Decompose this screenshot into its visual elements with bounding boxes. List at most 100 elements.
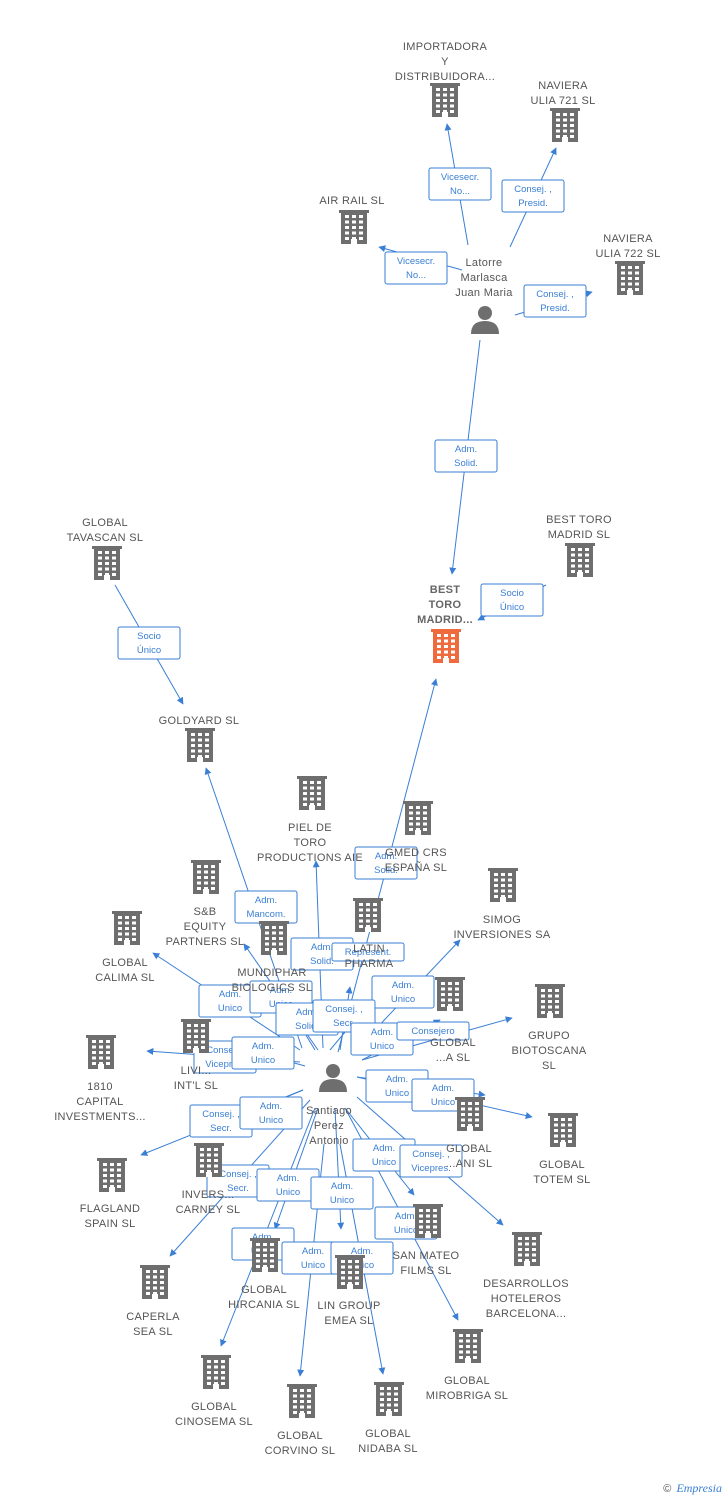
node-label: LIVI...	[181, 1065, 212, 1077]
node-label: BEST	[430, 584, 461, 596]
copyright-symbol: ©	[663, 1483, 672, 1495]
edge-label-text: Consej. ,	[206, 1045, 244, 1056]
node-label: GLOBAL	[82, 517, 128, 529]
edge-label-santiago-latinpharma[interactable]: Represent.	[331, 942, 405, 962]
node-label: Marlasca	[460, 272, 508, 284]
edge-label-santiago-globalcorvino[interactable]: Adm.Unico	[281, 1241, 345, 1275]
edge-label-santiago-simog[interactable]: Adm.Unico	[371, 975, 435, 1009]
credit[interactable]: © Empresia	[663, 1481, 722, 1496]
building-icon	[535, 984, 565, 1018]
node-label: NAVIERA	[538, 80, 588, 92]
building-icon	[512, 1232, 542, 1266]
edge-label-text: Unico	[330, 1195, 354, 1206]
edge-label-santiago-inverscarney[interactable]: Adm.Unico	[239, 1096, 303, 1130]
node-globalani[interactable]: GLOBAL...ANI SL	[446, 1097, 493, 1170]
node-label: MADRID...	[417, 614, 473, 626]
node-importadora[interactable]: IMPORTADORAYDISTRIBUIDORA...	[395, 41, 495, 117]
edge-label-box	[371, 975, 435, 1009]
edge-labels-layer: Vicesecr.No...Consej. ,Presid.Vicesecr.N…	[117, 167, 587, 1275]
node-label: TORO	[429, 599, 462, 611]
node-label: Latorre	[466, 257, 503, 269]
node-label: GLOBAL	[430, 1037, 476, 1049]
building-icon	[430, 83, 460, 117]
building-icon	[181, 1019, 211, 1053]
edge-label-santiago-globalcalima[interactable]: Adm.Unico	[198, 984, 262, 1018]
edge-santiago-globalcinosema	[220, 1107, 316, 1347]
node-besttoro[interactable]: BEST TORO MADRID...	[417, 584, 473, 663]
edge-label-text: Presid.	[518, 198, 548, 209]
edge-label-santiago-lingroup[interactable]: Adm.Unico	[310, 1176, 374, 1210]
node-label: SAN MATEO	[393, 1250, 460, 1262]
node-capital1810[interactable]: 1810CAPITALINVESTMENTS...	[54, 1035, 146, 1123]
building-icon	[548, 1113, 578, 1147]
edge-label-text: Adm.	[302, 1246, 324, 1257]
node-label: PHARMA	[345, 958, 394, 970]
edge-label-text: Adm.	[296, 1007, 318, 1018]
building-icon	[615, 261, 645, 295]
edge-label-text: Unico	[431, 1097, 455, 1108]
edge-label-santiago-desarrollos[interactable]: Consej. ,Vicepres.	[399, 1144, 463, 1178]
node-label: HOTELEROS	[491, 1293, 562, 1305]
edge-label-text: No...	[450, 186, 470, 197]
building-icon	[97, 1158, 127, 1192]
node-label: CAPITAL	[76, 1096, 123, 1108]
edge-label-latorre-airrail[interactable]: Vicesecr.No...	[384, 251, 448, 285]
node-label: FLAGLAND	[80, 1203, 140, 1215]
node-label: MIROBRIGA SL	[426, 1390, 508, 1402]
node-goldyard[interactable]: GOLDYARD SL	[159, 715, 240, 762]
edge-label-santiago-besttoro[interactable]: Adm.Solid.	[354, 846, 418, 880]
edge-label-latorre-importadora[interactable]: Vicesecr.No...	[428, 167, 492, 201]
edge-label-santiago-living[interactable]: Adm.Unico	[231, 1036, 295, 1070]
node-label: GLOBAL	[241, 1284, 287, 1296]
edge-label-text: Mancom.	[246, 909, 285, 920]
node-desarrollos[interactable]: DESARROLLOSHOTELEROSBARCELONA...	[483, 1232, 569, 1320]
node-inverscarney[interactable]: INVERS...CARNEY SL	[176, 1143, 241, 1216]
edge-label-text: Socio	[500, 588, 524, 599]
building-icon	[92, 546, 122, 580]
node-label: NAVIERA	[603, 233, 653, 245]
edge-label-text: Consej. ,	[536, 289, 574, 300]
node-label: EMEA SL	[324, 1315, 373, 1327]
node-airrail[interactable]: AIR RAIL SL	[319, 195, 384, 244]
edge-label-santiago-grupobiotoscana[interactable]: Consejero	[396, 1021, 470, 1041]
building-icon	[455, 1097, 485, 1131]
node-globalx[interactable]: GLOBAL...A SL	[430, 977, 476, 1064]
edge-label-latorre-naviera722[interactable]: Consej. ,Presid.	[523, 284, 587, 318]
node-living[interactable]: LIVI...INT'L SL	[174, 1019, 218, 1092]
building-icon	[374, 1382, 404, 1416]
node-label: CALIMA SL	[95, 972, 155, 984]
edge-label-latorre-besttoro[interactable]: Adm.Solid.	[434, 439, 498, 473]
edge-label-santiago-globalhircania[interactable]: Adm.Unico	[256, 1168, 320, 1202]
edge-label-text: Consej. ,	[219, 1169, 257, 1180]
edge-label-latorre-naviera721[interactable]: Consej. ,Presid.	[501, 179, 565, 213]
edge-label-santiago-goldyard[interactable]: Adm.Mancom.	[234, 890, 298, 924]
edge-label-text: Unico	[391, 994, 415, 1005]
edge-label-box	[396, 1021, 470, 1041]
